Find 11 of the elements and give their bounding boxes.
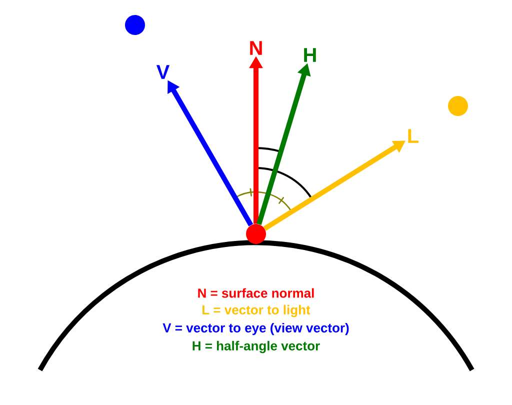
vector-label: V (156, 65, 170, 79)
dot (448, 96, 468, 116)
legend-text: V = vector to eye (view vector) (162, 322, 349, 336)
vector-label: L (408, 129, 418, 143)
vector-label: H (304, 48, 316, 62)
dot (125, 15, 145, 35)
legend-text: H = half-angle vector (192, 340, 320, 354)
legend-text: N = surface normal (198, 288, 314, 298)
surface-point (246, 224, 266, 244)
legend-text: L = vector to light (202, 304, 310, 318)
vector-label: N (250, 41, 262, 55)
